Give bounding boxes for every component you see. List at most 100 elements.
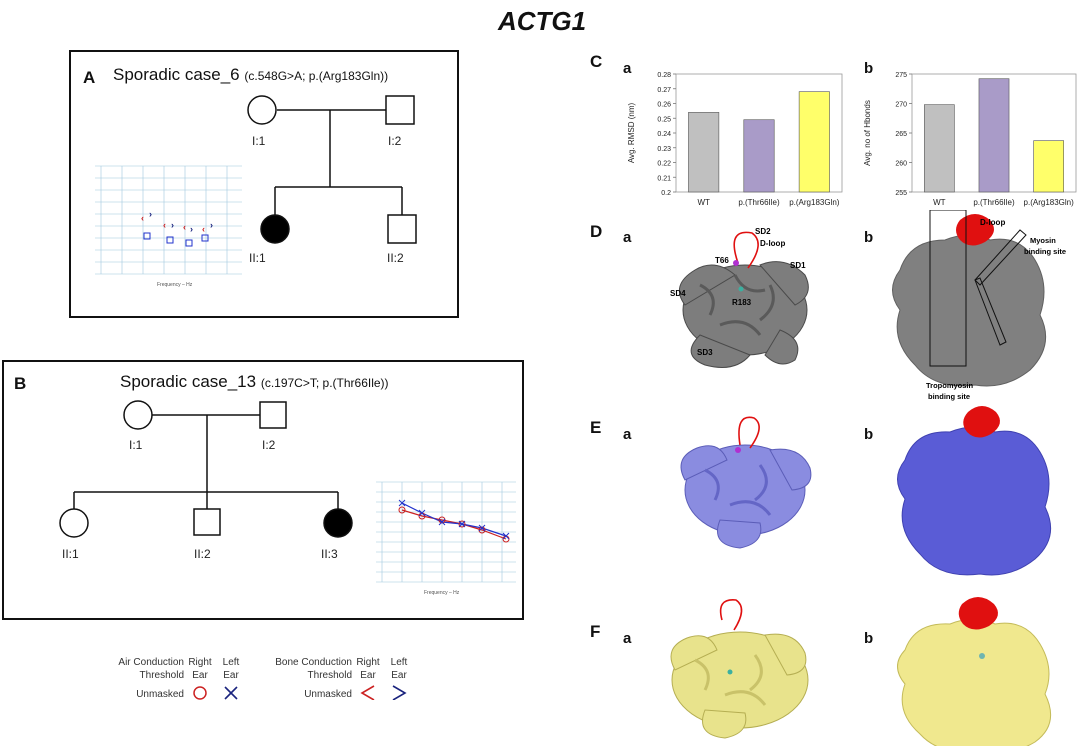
svg-text:‹: ‹ [202,224,205,234]
protein-surface-thr66ile [897,406,1052,576]
legend-air-unmasked: Unmasked [136,689,184,700]
pedigree-a-female-unaffected [247,95,277,125]
panel-c-label: C [590,52,603,71]
panel-e-label: E [590,418,602,437]
pedigree-a-label-i1: I:1 [252,134,266,148]
protein-cartoon-arg183gln [670,599,809,739]
label-sd2: SD2 [755,227,771,236]
chart-c-a-ytick-label: 0.21 [657,175,671,182]
chart-c-b-category-label: WT [933,198,946,207]
pedigree-b-label-ii2: II:2 [194,547,211,561]
panel-b-case-variant: (c.197C>T; p.(Thr66Ile)) [260,376,389,390]
legend-bone-unmasked: Unmasked [304,689,352,700]
pedigree-a-male-unaffected [385,95,415,125]
panel-e-sub-a: a [623,426,632,443]
chart-c-a-category-label: WT [697,198,710,207]
panel-a-label: A [83,68,96,87]
panel-c-sub-b: b [864,60,874,77]
panel-d-sub-a: a [623,229,632,246]
pedigree-a-label-ii2: II:2 [387,251,404,265]
chart-c-b-bar [924,104,955,193]
audiogram-b: Frequency – Hz [376,481,516,596]
panel-b-case-title: Sporadic case_13 (c.197C>T; p.(Thr66Ile)… [120,372,389,392]
panel-c-sub-a: a [623,60,632,77]
chart-c-a-category-label: p.(Arg183Gln) [789,198,840,207]
protein-surface-arg183gln [897,597,1052,746]
chart-c-b-ylabel: Avg. no of Hbonds [863,100,872,166]
pedigree-a: I:1 I:2 II:1 II:2 [247,95,417,265]
protein-surface-wt: D-loop Myosin binding site Tropomyosin b… [892,210,1066,401]
label-r183: R183 [732,298,752,307]
legend-bone-left: Left Ear [390,657,408,681]
chart-c-a-ytick-label: 0.22 [657,161,671,168]
left-bone-symbol [392,685,407,700]
label-sd4: SD4 [670,289,686,298]
legend-bone-label: Bone Conduction Threshold [275,657,352,681]
protein-cartoon-wt: SD2 D-loop T66 SD1 SD4 R183 SD3 [670,227,809,368]
chart-c-a-category-label: p.(Thr66Ile) [738,198,780,207]
panel-d-label: D [590,222,603,241]
pedigree-b-label-ii1: II:1 [62,547,79,561]
surface-label-myosin: Myosin [1030,236,1056,245]
surface-label-tropomyosin-site: binding site [928,392,970,401]
panel-f-label: F [590,622,601,641]
chart-c-a-bar [688,112,720,193]
panel-a-case-variant: (c.548G>A; p.(Arg183Gln)) [244,69,389,83]
panel-b: B Sporadic case_13 (c.197C>T; p.(Thr66Il… [2,360,524,620]
panel-b-case-name: Sporadic case_13 [120,372,257,391]
panel-a-case-name: Sporadic case_6 [113,65,240,84]
chart-c-a-ytick-label: 0.24 [657,131,671,138]
pedigree-b-label-i1: I:1 [129,438,143,452]
legend-symbols [193,685,407,700]
chart-c-b-category-label: p.(Thr66Ile) [973,198,1015,207]
svg-text:‹: ‹ [163,220,166,230]
chart-c-a-bar [743,119,775,193]
panel-a: A Sporadic case_6 (c.548G>A; p.(Arg183Gl… [69,50,459,318]
audiogram-a: ‹› ‹› ‹› ‹› Frequency – Hz [95,165,242,288]
chart-c-b-bar [978,78,1010,193]
label-sd1: SD1 [790,261,806,270]
svg-text:›: › [149,209,152,219]
chart-c-a-ylabel: Avg. RMSD (nm) [627,103,636,164]
chart-c-b-ytick-label: 275 [895,72,907,79]
figure-title: ACTG1 [497,6,587,36]
panel-f-sub-b: b [864,630,874,647]
surface-label-dloop: D-loop [980,218,1005,227]
panel-a-case-title: Sporadic case_6 (c.548G>A; p.(Arg183Gln)… [113,65,388,85]
pedigree-a-female-affected [260,214,290,244]
legend-air-label: Air Conduction Threshold [118,657,184,681]
chart-c-a-ytick-label: 0.27 [657,87,671,94]
svg-text:›: › [210,220,213,230]
chart-c-b-bar [1033,140,1064,193]
panel-b-label: B [14,374,27,393]
chart-c-a-ytick-label: 0.2 [661,190,671,197]
right-air-symbol [193,686,207,700]
svg-text:‹: ‹ [183,222,186,232]
pedigree-b: I:1 I:2 II:1 II:2 II:3 [59,400,353,561]
chart-c-b-ytick-label: 270 [895,102,907,109]
panel-f-sub-a: a [623,630,632,647]
svg-text:›: › [171,220,174,230]
legend-air-right: Right Ear [188,657,212,681]
chart-c-b-ytick-label: 265 [895,131,907,138]
chart-c-a-bar [798,91,830,193]
surface-label-tropomyosin: Tropomyosin [926,381,974,390]
audiogram-b-xlabel: Frequency – Hz [424,590,460,596]
audiogram-a-xlabel: Frequency – Hz [157,282,193,288]
chart-c-a-ytick-label: 0.28 [657,72,671,79]
chart-c-a-ytick-label: 0.23 [657,146,671,153]
chart-c-b-ytick-label: 260 [895,161,907,168]
legend-bone-right: Right Ear [356,657,380,681]
pedigree-b-label-ii3: II:3 [321,547,338,561]
label-dloop: D-loop [760,239,785,248]
chart-c-a-ytick-label: 0.25 [657,116,671,123]
label-t66: T66 [715,256,729,265]
left-air-symbol [224,686,238,700]
pedigree-a-label-i2: I:2 [388,134,402,148]
chart-c-a-ytick-label: 0.26 [657,102,671,109]
pedigree-a-label-ii1: II:1 [249,251,266,265]
protein-cartoon-thr66ile [680,416,812,549]
pedigree-a-male-unaffected-2 [387,214,417,244]
